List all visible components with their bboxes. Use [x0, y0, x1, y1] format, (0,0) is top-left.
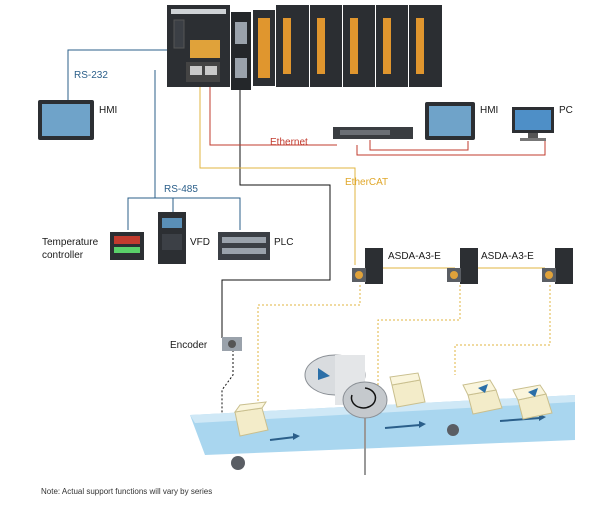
servo1-dotted: [257, 285, 361, 415]
servo2-dotted: [377, 285, 461, 385]
rs232-line: [67, 49, 183, 100]
encoder-label: Encoder: [170, 340, 208, 351]
main-plc-rack: [167, 5, 442, 90]
hmi-left-label: HMI: [99, 105, 118, 116]
hmi-left-device: [38, 100, 94, 140]
hmi-right-device: [425, 102, 475, 140]
ethercat-line: [199, 80, 356, 265]
temperature-controller-label-line2: controller: [42, 250, 84, 261]
servo-2-label: ASDA-A3-E: [481, 251, 534, 262]
vfd-device: [158, 212, 186, 264]
hmi-right-label: HMI: [480, 105, 499, 116]
temperature-controller-device: [110, 232, 144, 260]
ethernet-label: Ethernet: [270, 137, 308, 148]
package-box-3: [462, 379, 503, 415]
pc-label: PC: [559, 105, 573, 116]
rs485-bus: [127, 197, 241, 230]
plc-device: [218, 232, 270, 260]
vfd-label: VFD: [190, 237, 210, 248]
ethercat-label: EtherCAT: [345, 177, 389, 188]
ethernet-line: [209, 80, 337, 146]
servo-drive-2: [447, 248, 478, 284]
rs485-label: RS-485: [164, 184, 198, 195]
footnote: Note: Actual support functions will vary…: [41, 487, 213, 496]
servo-1-label: ASDA-A3-E: [388, 251, 441, 262]
io-modules: [276, 5, 442, 87]
rs232-label: RS-232: [74, 70, 108, 81]
ethernet-switch: [333, 127, 413, 139]
package-box-4: [512, 384, 553, 420]
package-box-1: [233, 401, 269, 437]
servo-drive-1: [352, 248, 383, 284]
temperature-controller-label-line1: Temperature: [42, 237, 99, 248]
encoder-dotted: [221, 350, 234, 420]
ethernet-line-3: [369, 140, 469, 151]
servo-drive-3: [542, 248, 573, 284]
plc-label: PLC: [274, 237, 294, 248]
encoder-line: [221, 80, 331, 338]
drum-roller: [304, 354, 388, 419]
pc-device: [512, 107, 554, 141]
servo3-dotted: [454, 285, 551, 375]
ethernet-line-2: [356, 141, 546, 156]
encoder-device: [222, 337, 242, 351]
package-box-2: [389, 372, 426, 408]
